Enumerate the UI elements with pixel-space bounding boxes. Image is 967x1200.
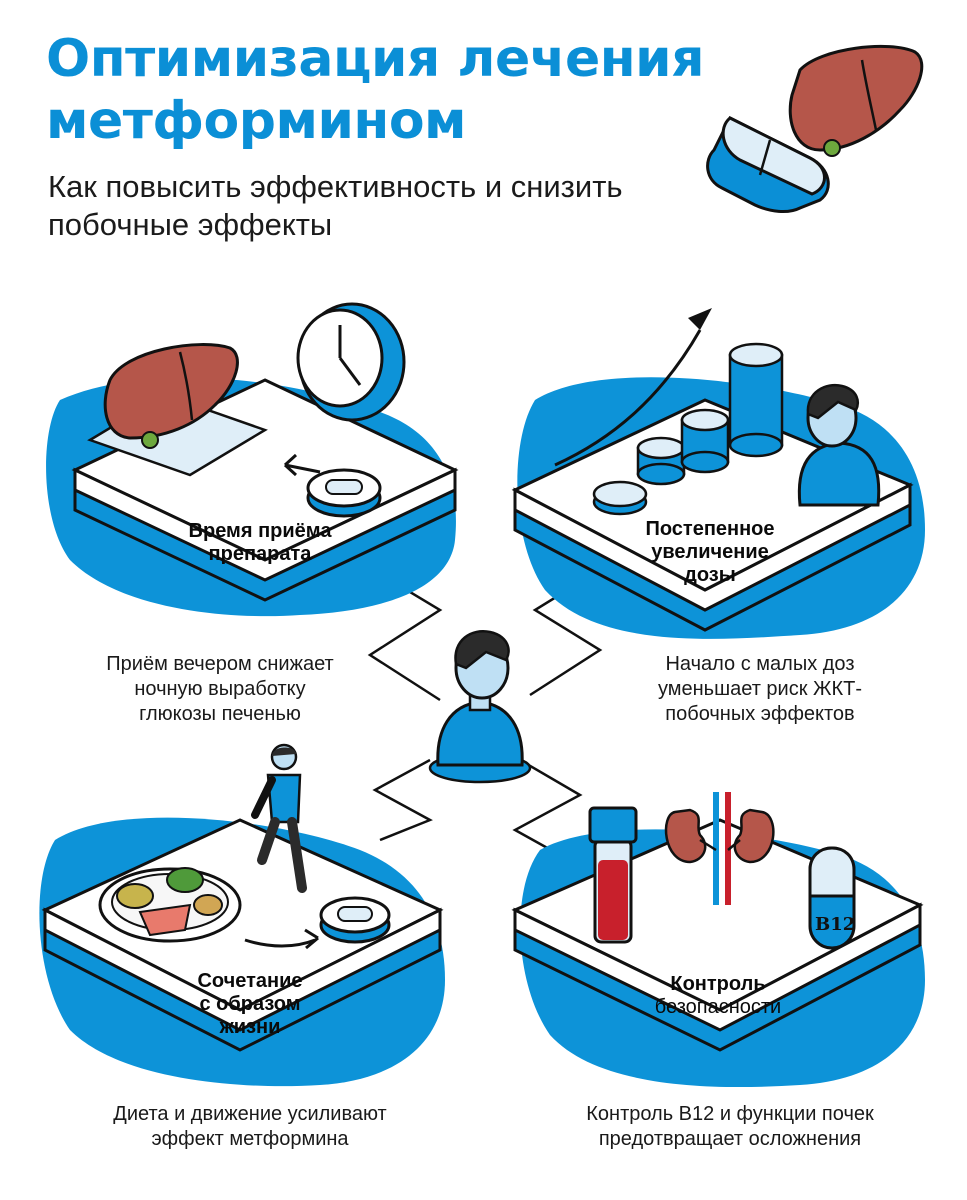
card-dose-label-1: Постепенное: [645, 518, 775, 540]
card-safety: B12: [511, 792, 925, 1088]
card-safety-desc-2: предотвращает осложнения: [598, 1128, 862, 1150]
card-safety-desc-1: Контроль B12 и функции почек: [586, 1103, 874, 1125]
card-timing-desc-3: глюкозы печенью: [139, 703, 301, 725]
b12-label: B12: [815, 914, 855, 935]
card-dose-desc-3: побочных эффектов: [665, 703, 855, 725]
card-timing: [46, 302, 459, 617]
card-dose-label-2: увеличение: [651, 541, 769, 563]
subtitle-line-2: побочные эффекты: [48, 207, 333, 242]
card-dose-label-3: дозы: [684, 564, 736, 586]
card-timing-label: Время приёма препарата: [150, 520, 370, 566]
page-title: Оптимизация лечения метформином: [46, 28, 746, 152]
card-dose: [511, 308, 925, 639]
card-timing-desc-1: Приём вечером снижает: [106, 653, 334, 675]
card-safety-label-1: Контроль: [670, 973, 766, 995]
card-lifestyle-label-3: жизни: [219, 1016, 281, 1038]
header-capsule-icon: [706, 115, 830, 214]
page-subtitle: Как повысить эффективность и снизить поб…: [48, 168, 728, 244]
header-liver-icon: [788, 44, 924, 157]
card-dose-desc-2: уменьшает риск ЖКТ-: [657, 678, 863, 700]
card-safety-label: Контроль безопасности: [608, 973, 828, 1019]
card-lifestyle: [39, 743, 445, 1087]
card-lifestyle-label-1: Сочетание: [197, 970, 303, 992]
card-timing-label-1: Время приёма: [188, 520, 332, 542]
card-lifestyle-description: Диета и движение усиливают эффект метфор…: [70, 1102, 430, 1152]
title-line-1: Оптимизация лечения: [46, 29, 705, 89]
center-person-icon: [428, 630, 532, 784]
card-dose-label: Постепенное увеличение дозы: [600, 518, 820, 587]
card-lifestyle-label-2: с образом: [199, 993, 301, 1015]
card-timing-label-2: препарата: [208, 543, 312, 565]
card-safety-label-2: безопасности: [654, 996, 782, 1018]
card-lifestyle-desc-2: эффект метформина: [151, 1128, 349, 1150]
card-timing-description: Приём вечером снижает ночную выработку г…: [70, 652, 370, 727]
card-safety-description: Контроль B12 и функции почек предотвраща…: [545, 1102, 915, 1152]
card-timing-desc-2: ночную выработку: [134, 678, 306, 700]
subtitle-line-1: Как повысить эффективность и снизить: [48, 169, 623, 204]
card-dose-desc-1: Начало с малых доз: [665, 653, 855, 675]
card-lifestyle-desc-1: Диета и движение усиливают: [113, 1103, 387, 1125]
card-lifestyle-label: Сочетание с образом жизни: [140, 970, 360, 1039]
title-line-2: метформином: [46, 91, 467, 151]
card-dose-description: Начало с малых доз уменьшает риск ЖКТ- п…: [610, 652, 910, 727]
